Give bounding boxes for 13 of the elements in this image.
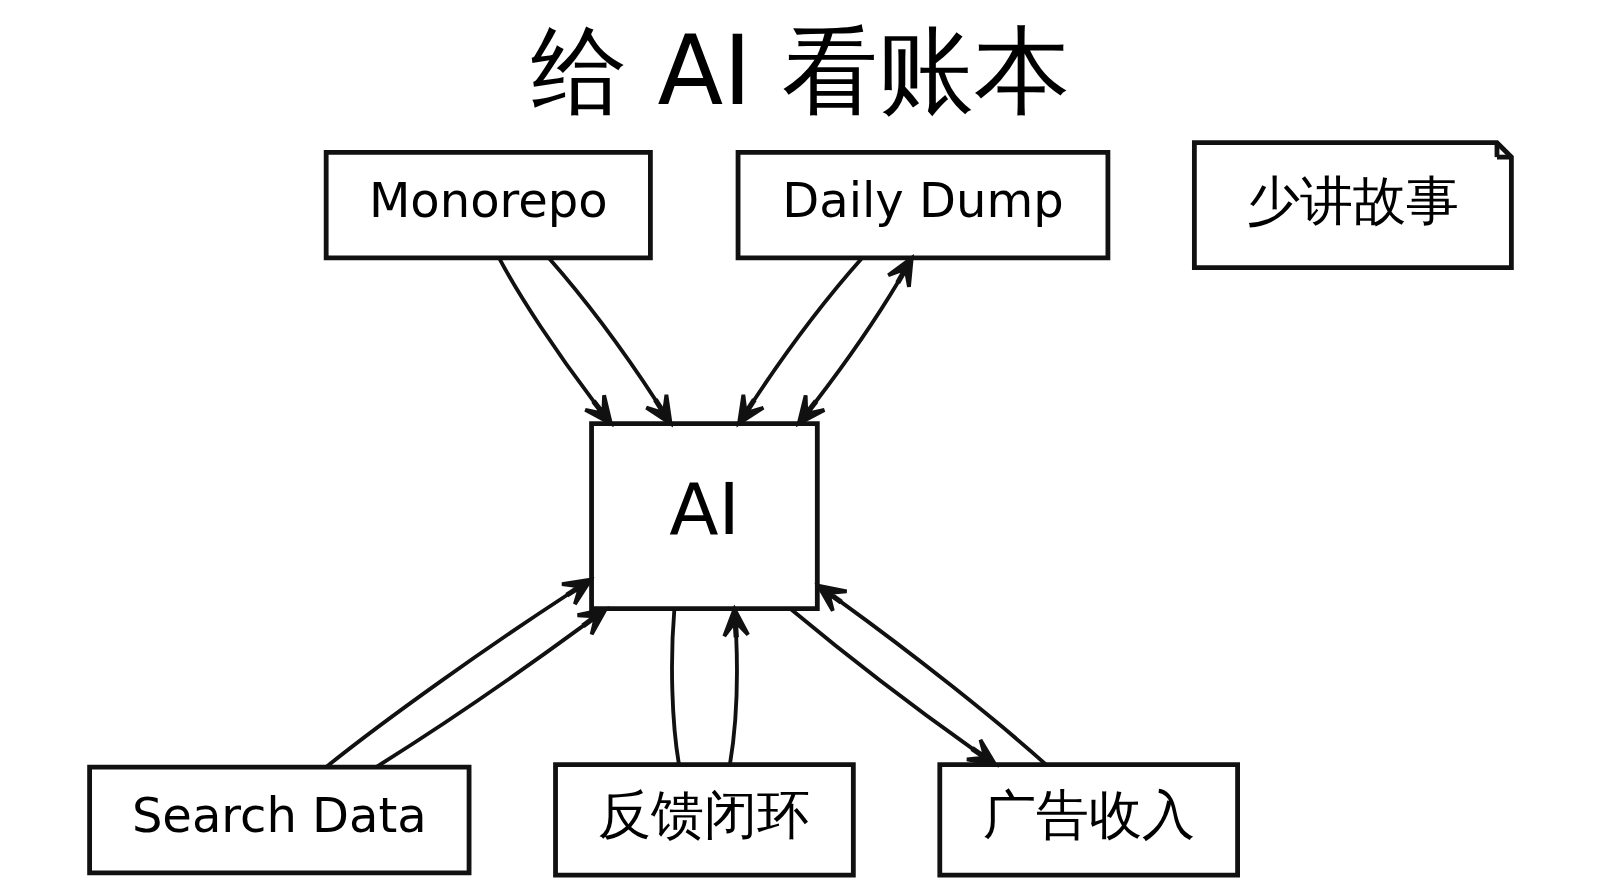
node-box: Daily Dump (735, 149, 1110, 261)
connector (669, 608, 681, 765)
arrow (325, 577, 593, 768)
arrow (721, 607, 750, 765)
node-box: 广告收入 (936, 762, 1240, 878)
node-box: AI (588, 421, 820, 611)
arrow (796, 256, 914, 426)
diagram-title: 给 AI 看账本 (530, 15, 1070, 128)
node-box: 反馈闭环 (552, 762, 856, 878)
node-box: Search Data (86, 764, 471, 876)
arrow (815, 583, 1047, 767)
arrow (496, 257, 613, 426)
node-box: Monorepo (323, 149, 653, 261)
